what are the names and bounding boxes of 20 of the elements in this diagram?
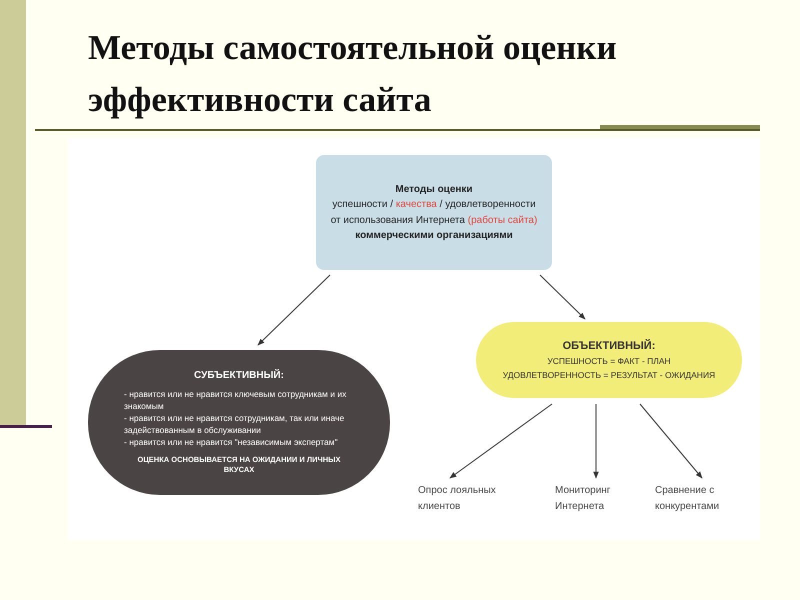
slide-title: Методы самостоятельной оценки эффективности сайта <box>88 27 618 121</box>
box-text: успешности / качества / удовлетворенности от использования Интернета (работы сайта) <box>330 198 538 228</box>
bullet-text: - нравится или не нравится ключевым сотрудникам и их знакомым <box>124 389 348 414</box>
bullet-text: - нравится или не нравится "независимым экспертам" <box>124 436 338 449</box>
arrow <box>593 404 599 479</box>
bullet-text: - нравится или не нравится сотрудникам, так или иначе задействованным в обслуживании <box>124 413 346 437</box>
method-label: Сравнение с конкурентами <box>655 484 720 514</box>
formula-text: УСПЕШНОСТЬ = ФАКТ - ПЛАН <box>547 355 671 368</box>
box-text: коммерческими организациями <box>355 229 513 243</box>
arrow <box>449 404 552 478</box>
method-label: Опрос лояльных клиентов <box>418 484 497 514</box>
arrow <box>640 404 702 479</box>
arrow <box>258 274 330 346</box>
pill-heading: СУБЪЕКТИВНЫЙ: <box>194 369 284 384</box>
box-heading: Методы оценки <box>395 182 473 196</box>
formula-text: УДОВЛЕТВОРЕННОСТЬ = РЕЗУЛЬТАТ - ОЖИДАНИЯ <box>502 368 716 382</box>
method-box <box>316 155 552 270</box>
arrow <box>540 274 586 320</box>
method-label: Мониторинг Интернета <box>555 484 612 514</box>
pill-heading: ОБЪЕКТИВНЫЙ: <box>562 338 656 354</box>
